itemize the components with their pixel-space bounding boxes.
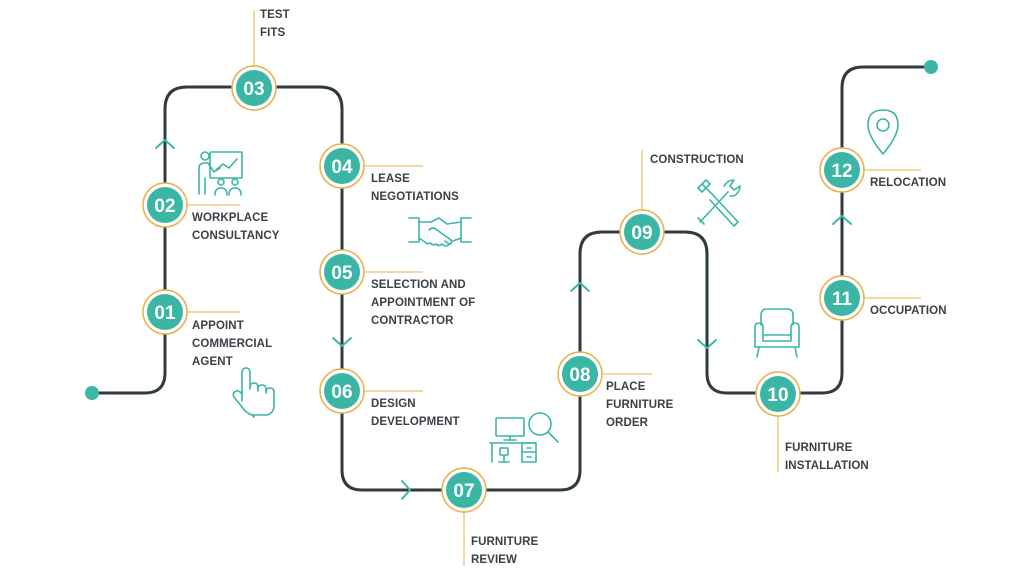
step-node-08: 08 (557, 351, 603, 397)
presentation-board-icon (198, 151, 243, 196)
label-step-10: FURNITURE INSTALLATION (785, 442, 869, 472)
label-step-02: WORKPLACE CONSULTANCY (192, 212, 280, 242)
chevron-right-icon (401, 480, 411, 500)
label-step-03: TEST FITS (260, 9, 290, 39)
handshake-icon (408, 217, 472, 247)
step-node-fill (446, 472, 482, 508)
step-number: 01 (154, 303, 176, 324)
chevron-up-icon (155, 139, 175, 149)
chevron-down-icon (697, 339, 717, 349)
step-number: 08 (569, 365, 590, 386)
step-node-fill (824, 152, 860, 188)
step-node-11: 11 (819, 275, 865, 321)
step-node-fill (147, 294, 183, 330)
label-step-04: LEASE NEGOTIATIONS (371, 173, 459, 203)
pointing-hand-icon (232, 367, 275, 418)
label-step-07: FURNITURE REVIEW (471, 536, 539, 566)
step-number: 04 (331, 157, 353, 178)
step-node-fill (236, 70, 272, 106)
step-node-fill (324, 254, 360, 290)
step-node-fill (147, 187, 183, 223)
armchair-icon (754, 308, 800, 358)
step-node-fill (562, 356, 598, 392)
wrench-hammer-icon (697, 179, 741, 227)
step-node-01: 01 (142, 289, 188, 335)
label-step-12: RELOCATION (870, 177, 947, 189)
step-number: 05 (331, 263, 353, 284)
chevron-down-icon (332, 337, 352, 347)
step-number: 10 (767, 385, 788, 406)
step-node-02: 02 (142, 182, 188, 228)
location-pin-icon (867, 109, 899, 155)
step-number: 11 (832, 289, 853, 310)
desk-search-icon (489, 412, 559, 463)
label-step-06: DESIGN DEVELOPMENT (371, 398, 460, 428)
step-node-fill (624, 214, 660, 250)
label-step-01: APPOINT COMMERCIAL AGENT (192, 320, 273, 368)
step-node-06: 06 (319, 368, 365, 414)
step-node-03: 03 (231, 65, 277, 111)
step-number: 03 (243, 79, 264, 100)
step-node-12: 12 (819, 147, 865, 193)
label-step-08: PLACE FURNITURE ORDER (606, 381, 674, 429)
step-number: 06 (331, 382, 352, 403)
step-number: 12 (831, 161, 852, 182)
chevron-up-icon (832, 215, 852, 225)
step-number: 02 (154, 196, 175, 217)
label-step-09: CONSTRUCTION (650, 154, 744, 166)
step-node-fill (760, 376, 796, 412)
step-node-fill (324, 148, 360, 184)
label-step-05: SELECTION AND APPOINTMENT OF CONTRACTOR (371, 279, 476, 327)
step-number: 07 (453, 481, 474, 502)
step-node-07: 07 (441, 467, 487, 513)
path-end-dot (924, 60, 938, 74)
step-node-05: 05 (319, 249, 365, 295)
step-number: 09 (631, 223, 652, 244)
chevron-up-icon (570, 282, 590, 292)
step-node-fill (324, 373, 360, 409)
step-node-09: 09 (619, 209, 665, 255)
path-start-dot (85, 386, 99, 400)
roadmap-path (92, 65, 931, 492)
step-node-10: 10 (755, 371, 801, 417)
step-node-fill (824, 280, 860, 316)
label-step-11: OCCUPATION (870, 305, 947, 317)
step-node-04: 04 (319, 143, 365, 189)
